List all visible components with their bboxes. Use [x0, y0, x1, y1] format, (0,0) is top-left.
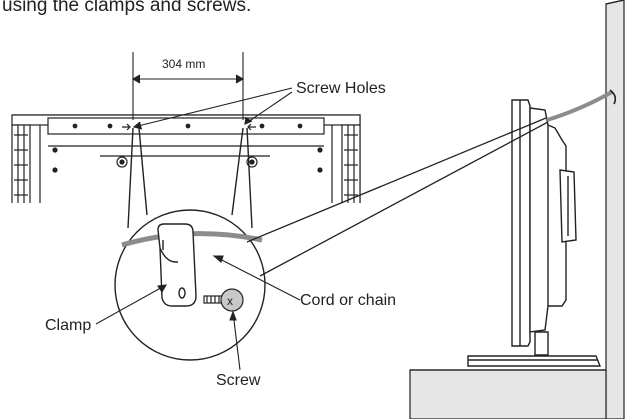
floor-cabinet — [409, 369, 607, 419]
screw-closeup: x — [203, 288, 244, 312]
screw-holes-pointers — [132, 87, 293, 130]
cord-or-chain-label: Cord or chain — [300, 292, 396, 309]
caption-text: using the clamps and screws. — [2, 0, 251, 16]
screw-holes-label: Screw Holes — [296, 80, 386, 97]
monitor-side-view — [467, 99, 602, 367]
cord-side-view — [546, 90, 613, 122]
dimension-label: 304 mm — [162, 57, 205, 71]
monitor-rear-view — [11, 114, 361, 206]
magnifier-to-side-lines — [246, 117, 549, 277]
clamp-pointer — [95, 284, 168, 325]
svg-text:x: x — [227, 294, 233, 308]
clamp-label: Clamp — [45, 317, 91, 334]
dimension-304mm — [131, 52, 245, 120]
screw-pointer — [229, 310, 241, 371]
wall — [605, 0, 625, 419]
clamp-closeup — [157, 223, 197, 307]
rear-view-cutoff — [10, 203, 370, 211]
cord-pointer — [212, 255, 301, 301]
wall-hook — [609, 89, 617, 105]
screw-label: Screw — [216, 372, 261, 389]
